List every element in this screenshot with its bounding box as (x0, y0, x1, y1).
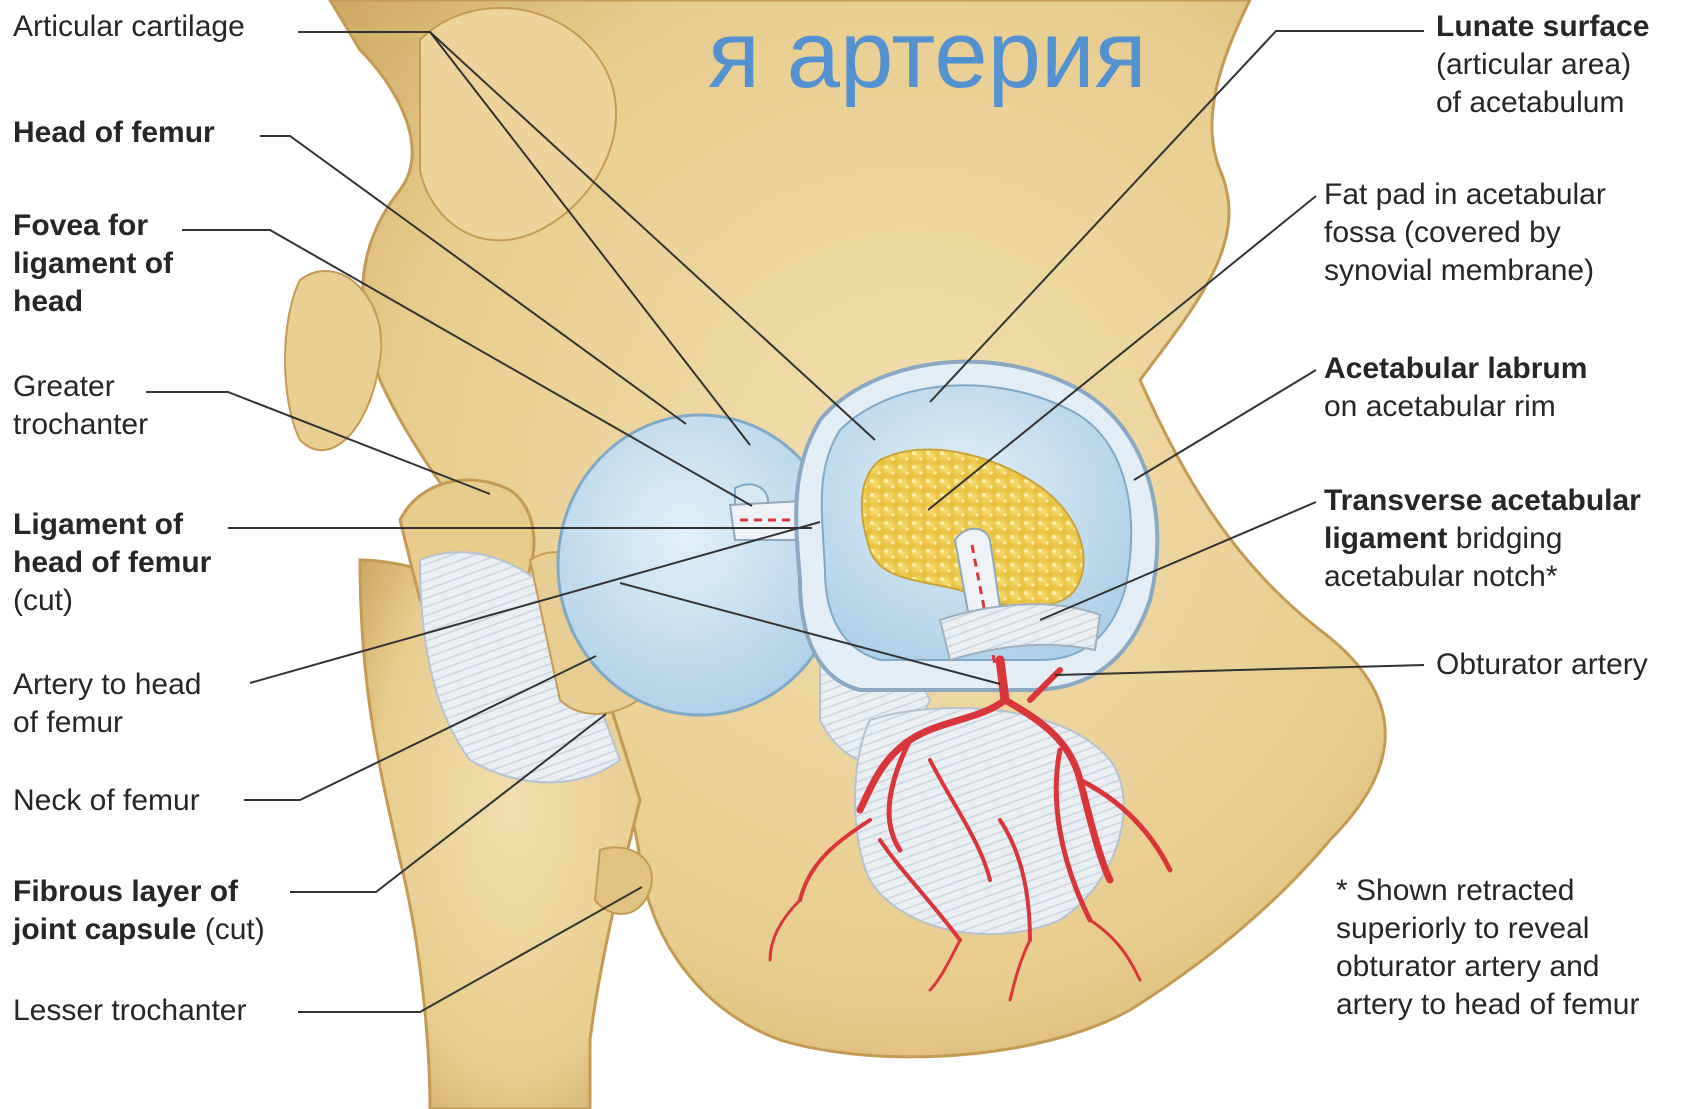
label-lesser-trochanter-text: Lesser trochanter (13, 994, 246, 1027)
label-fibrous-layer: Fibrous layer of joint capsule (cut) (13, 873, 265, 949)
label-obturator-artery: Obturator artery (1436, 646, 1648, 684)
lesser-trochanter-shape (595, 847, 652, 914)
label-greater-trochanter: Greater trochanter (13, 368, 148, 444)
label-transverse-line2-rest: bridging (1456, 522, 1563, 555)
label-labrum-bold: Acetabular labrum (1324, 350, 1587, 388)
footnote-line3: obturator artery and (1336, 948, 1640, 986)
overlay-caption: я артерия (708, 0, 1147, 110)
label-fat-pad-line2: fossa (covered by (1324, 214, 1606, 252)
label-fat-pad: Fat pad in acetabular fossa (covered by … (1324, 176, 1606, 290)
label-fovea: Fovea for ligament of head (13, 207, 173, 321)
label-artery-line2: of femur (13, 704, 201, 742)
label-fibrous-line1: Fibrous layer of (13, 873, 265, 911)
label-fovea-line3: head (13, 283, 173, 321)
label-artery-line1: Artery to head (13, 666, 201, 704)
footnote: * Shown retracted superiorly to reveal o… (1336, 872, 1640, 1024)
label-fat-pad-line1: Fat pad in acetabular (1324, 176, 1606, 214)
label-lunate-line3: of acetabulum (1436, 84, 1649, 122)
label-ligament-line1: Ligament of (13, 506, 211, 544)
label-ligament-of-head: Ligament of head of femur (cut) (13, 506, 211, 620)
label-transverse-ligament: Transverse acetabular ligament bridging … (1324, 482, 1641, 596)
label-acetabular-labrum: Acetabular labrum on acetabular rim (1324, 350, 1587, 426)
label-articular-cartilage-text: Articular cartilage (13, 10, 245, 43)
footnote-line4: artery to head of femur (1336, 986, 1640, 1024)
label-labrum-rest: on acetabular rim (1324, 388, 1587, 426)
label-greater-trochanter-line1: Greater (13, 368, 148, 406)
footnote-line1: * Shown retracted (1336, 872, 1640, 910)
sacrum-edge (285, 271, 381, 450)
label-articular-cartilage: Articular cartilage (13, 8, 245, 46)
label-lesser-trochanter: Lesser trochanter (13, 992, 246, 1030)
label-fovea-line1: Fovea for (13, 207, 173, 245)
label-fibrous-note: (cut) (205, 913, 265, 946)
label-transverse-line1: Transverse acetabular (1324, 482, 1641, 520)
label-fibrous-line2: joint capsule (13, 913, 196, 946)
label-greater-trochanter-line2: trochanter (13, 406, 148, 444)
label-artery-to-head: Artery to head of femur (13, 666, 201, 742)
label-neck-of-femur: Neck of femur (13, 782, 200, 820)
label-lunate-line2: (articular area) (1436, 46, 1649, 84)
label-ligament-note: (cut) (13, 582, 211, 620)
label-head-of-femur-text: Head of femur (13, 116, 215, 149)
label-fat-pad-line3: synovial membrane) (1324, 252, 1606, 290)
label-obturator-text: Obturator artery (1436, 648, 1648, 681)
label-transverse-line3: acetabular notch* (1324, 558, 1641, 596)
label-head-of-femur: Head of femur (13, 114, 215, 152)
label-lunate-surface: Lunate surface (articular area) of aceta… (1436, 8, 1649, 122)
footnote-line2: superiorly to reveal (1336, 910, 1640, 948)
label-ligament-line2: head of femur (13, 544, 211, 582)
label-transverse-line2-bold: ligament (1324, 522, 1447, 555)
label-fovea-line2: ligament of (13, 245, 173, 283)
label-transverse-line2-wrap: ligament bridging (1324, 520, 1641, 558)
label-lunate-bold: Lunate surface (1436, 8, 1649, 46)
label-fibrous-line2-wrap: joint capsule (cut) (13, 911, 265, 949)
label-neck-text: Neck of femur (13, 784, 200, 817)
